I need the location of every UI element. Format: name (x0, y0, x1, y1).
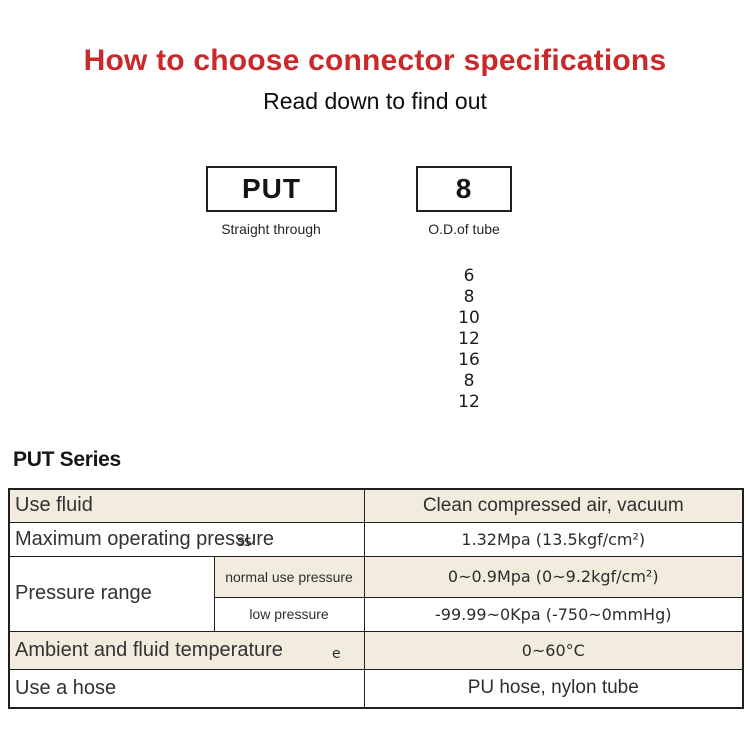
temperature-label: Ambient and fluid temperature e (8, 630, 365, 670)
series-code-caption: Straight through (221, 221, 321, 237)
tube-size-box: 8 (416, 166, 512, 212)
spec-table: Use fluid Clean compressed air, vacuum M… (8, 488, 744, 709)
page-title: How to choose connector specifications (83, 44, 667, 77)
tube-size-option: 12 (458, 329, 480, 349)
tube-size-option: 6 (463, 266, 475, 286)
pressure-range-label: Pressure range (8, 555, 215, 632)
stray-text-artifact: e (332, 645, 341, 662)
max-pressure-label: Maximum operating pressure ss (8, 521, 365, 557)
normal-pressure-value: 0~0.9Mpa (0~9.2kgf/cm²) (363, 555, 744, 598)
temperature-label-text: Ambient and fluid temperature (15, 638, 283, 661)
normal-pressure-sublabel: normal use pressure (213, 555, 365, 598)
table-row: Pressure range normal use pressure 0~0.9… (8, 555, 744, 632)
max-pressure-value: 1.32Mpa (13.5kgf/cm²) (363, 521, 744, 557)
temperature-value: 0~60°C (363, 630, 744, 670)
tube-size-option: 16 (458, 350, 480, 370)
use-fluid-value: Clean compressed air, vacuum (363, 488, 744, 523)
table-row: Ambient and fluid temperature e 0~60°C (8, 630, 744, 670)
tube-size-option: 8 (463, 287, 475, 307)
hose-value: PU hose, nylon tube (363, 668, 744, 709)
table-row: Maximum operating pressure ss 1.32Mpa (1… (8, 521, 744, 557)
hose-label: Use a hose (8, 668, 365, 709)
max-pressure-label-text: Maximum operating pressure (15, 527, 274, 550)
series-code: PUT (242, 173, 301, 204)
overlap-text-artifact: ss (237, 531, 252, 550)
series-code-box: PUT (206, 166, 337, 212)
tube-size-option: 8 (463, 371, 475, 391)
use-fluid-label: Use fluid (8, 488, 365, 523)
tube-size-option: 10 (458, 308, 480, 328)
low-pressure-value: -99.99~0Kpa (-750~0mmHg) (363, 596, 744, 632)
series-heading: PUT Series (13, 448, 121, 471)
tube-size-code: 8 (455, 173, 473, 204)
tube-size-options: 6 8 10 12 16 8 12 (417, 266, 521, 413)
table-row: Use a hose PU hose, nylon tube (8, 668, 744, 709)
table-row: Use fluid Clean compressed air, vacuum (8, 488, 744, 523)
page-subtitle: Read down to find out (263, 88, 487, 114)
tube-size-option: 12 (458, 392, 480, 412)
tube-size-caption: O.D.of tube (428, 221, 500, 237)
table-row: low pressure -99.99~0Kpa (-750~0mmHg) (9, 596, 744, 632)
low-pressure-sublabel: low pressure (213, 596, 365, 632)
